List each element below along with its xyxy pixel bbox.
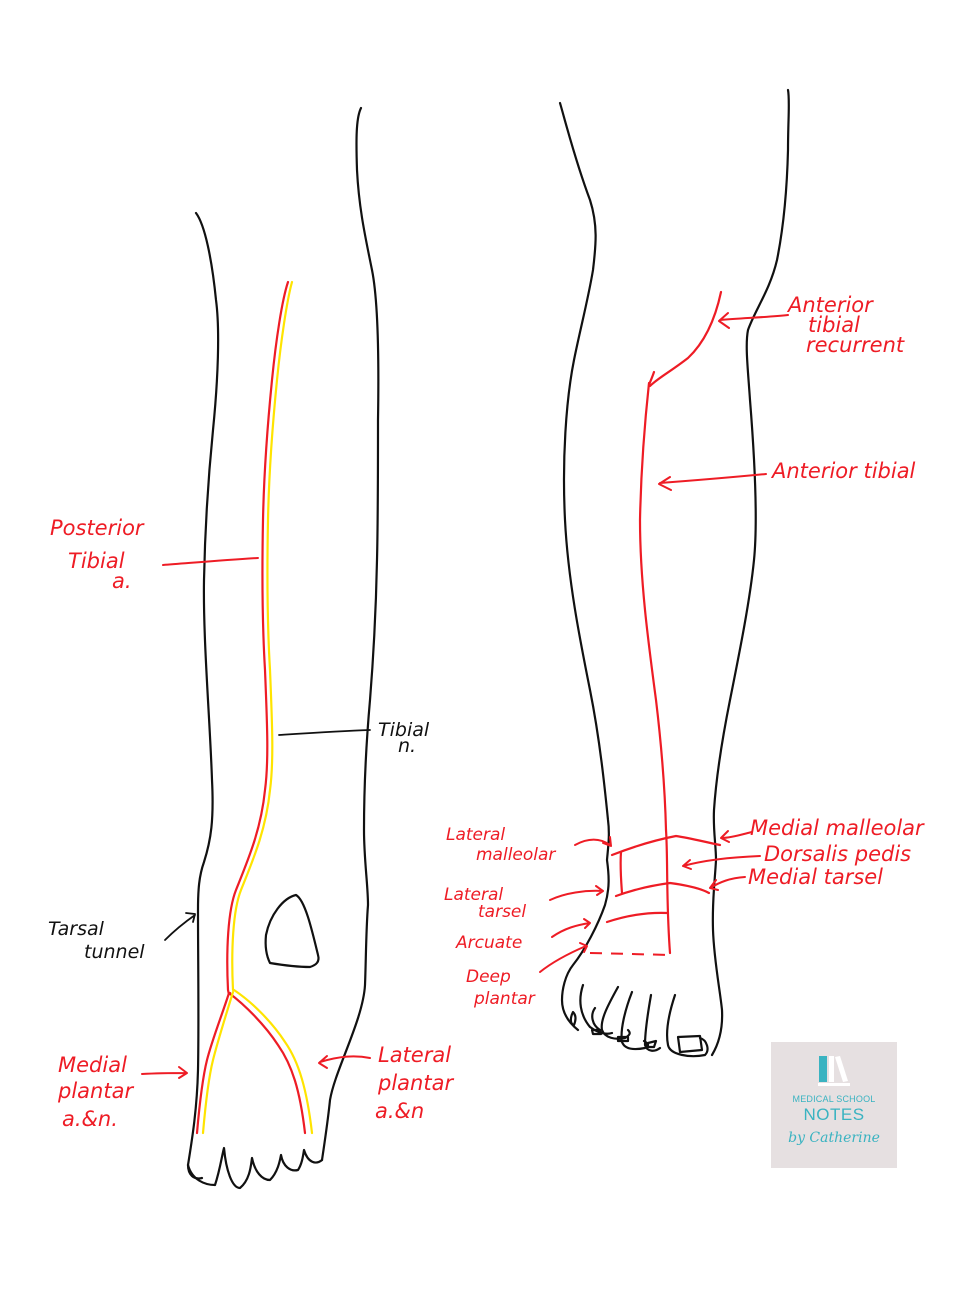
arcuate-branch (605, 911, 670, 924)
svg-text:n.: n. (398, 735, 416, 757)
lateral-malleolar-leader (574, 836, 612, 847)
posterior-tibial-leader (162, 557, 259, 566)
svg-text:plantar: plantar (377, 1071, 454, 1095)
label-tarsal-tunnel: Tarsal tunnel (48, 918, 145, 963)
svg-text:Medial malleolar: Medial malleolar (750, 816, 925, 840)
tarsal-branches (614, 881, 711, 898)
svg-text:plantar: plantar (473, 989, 536, 1009)
anterior-leg-outline (558, 88, 790, 1058)
dorsalis-pedis-leader (682, 855, 761, 870)
svg-text:tunnel: tunnel (84, 941, 145, 963)
svg-text:a.&n.: a.&n. (62, 1107, 118, 1131)
lateral-tarsel-leader (549, 885, 604, 901)
svg-text:Tibial: Tibial (68, 549, 125, 573)
svg-text:tarsel: tarsel (478, 902, 526, 922)
label-tibial-nerve: Tibial n. (378, 719, 430, 757)
malleolar-branches (610, 834, 722, 857)
svg-text:Lateral: Lateral (378, 1043, 451, 1067)
foot-branches (589, 834, 722, 956)
label-medial-tarsel: Medial tarsel (748, 865, 883, 889)
label-lateral-tarsel: Lateral tarsel (444, 885, 526, 922)
svg-text:Deep: Deep (466, 967, 511, 987)
books-icon (818, 1056, 850, 1086)
medial-malleolar-leader (720, 830, 753, 843)
svg-text:Arcuate: Arcuate (455, 933, 522, 953)
svg-text:a.&n: a.&n (375, 1099, 424, 1123)
dorsalis-pedis-artery (664, 828, 672, 955)
svg-text:Dorsalis pedis: Dorsalis pedis (764, 842, 911, 866)
svg-text:Tarsal: Tarsal (48, 918, 105, 940)
posterior-leg-outline (186, 106, 380, 1190)
svg-text:Tibial: Tibial (378, 719, 430, 741)
svg-text:Lateral: Lateral (446, 825, 505, 845)
deep-plantar-leader (539, 942, 588, 973)
label-deep-plantar: Deep plantar (466, 967, 536, 1009)
svg-text:a.: a. (112, 569, 132, 593)
label-dorsalis-pedis: Dorsalis pedis (764, 842, 911, 866)
svg-text:plantar: plantar (57, 1079, 134, 1103)
label-arcuate: Arcuate (455, 933, 522, 953)
logo-line-medical-school: MEDICAL SCHOOL (792, 1094, 876, 1104)
lateral-plantar-leader (318, 1055, 371, 1069)
logo-line-notes: NOTES (803, 1105, 865, 1124)
anterior-tibial-artery (638, 290, 723, 832)
label-lateral-malleolar: Lateral malleolar (446, 825, 556, 865)
svg-text:Anterior: Anterior (786, 293, 874, 317)
tarsal-tunnel-leader (164, 912, 196, 941)
svg-text:recurrent: recurrent (806, 333, 905, 357)
svg-text:Anterior tibial: Anterior tibial (770, 459, 916, 483)
svg-text:Lateral: Lateral (444, 885, 503, 905)
svg-text:Medial tarsel: Medial tarsel (748, 865, 883, 889)
svg-text:tibial: tibial (808, 313, 860, 337)
anterior-tibial-leader (658, 473, 767, 491)
logo-line-by-catherine: by Catherine (788, 1130, 880, 1146)
posterior-tibial-artery (195, 280, 307, 1135)
deep-plantar-branch (589, 952, 673, 956)
svg-text:Medial: Medial (58, 1053, 127, 1077)
label-lateral-plantar: Lateral plantar a.&n (375, 1043, 454, 1123)
svg-text:malleolar: malleolar (476, 845, 556, 865)
label-anterior-tibial-recurrent: Anterior tibial recurrent (786, 293, 905, 357)
label-anterior-tibial: Anterior tibial (770, 459, 916, 483)
tibial-nerve (201, 280, 314, 1135)
medical-school-notes-logo: MEDICAL SCHOOL NOTES by Catherine (771, 1042, 897, 1168)
medial-tarsel-leader (709, 876, 746, 891)
svg-text:Posterior: Posterior (50, 516, 145, 540)
label-posterior-tibial-artery: Posterior Tibial a. (50, 516, 145, 593)
tibial-nerve-leader (278, 729, 371, 736)
anterior-tibial-recurrent-leader (718, 312, 789, 329)
arcuate-leader (551, 918, 591, 938)
label-medial-plantar: Medial plantar a.&n. (57, 1053, 134, 1131)
medial-plantar-leader (141, 1066, 188, 1079)
label-medial-malleolar: Medial malleolar (750, 816, 925, 840)
